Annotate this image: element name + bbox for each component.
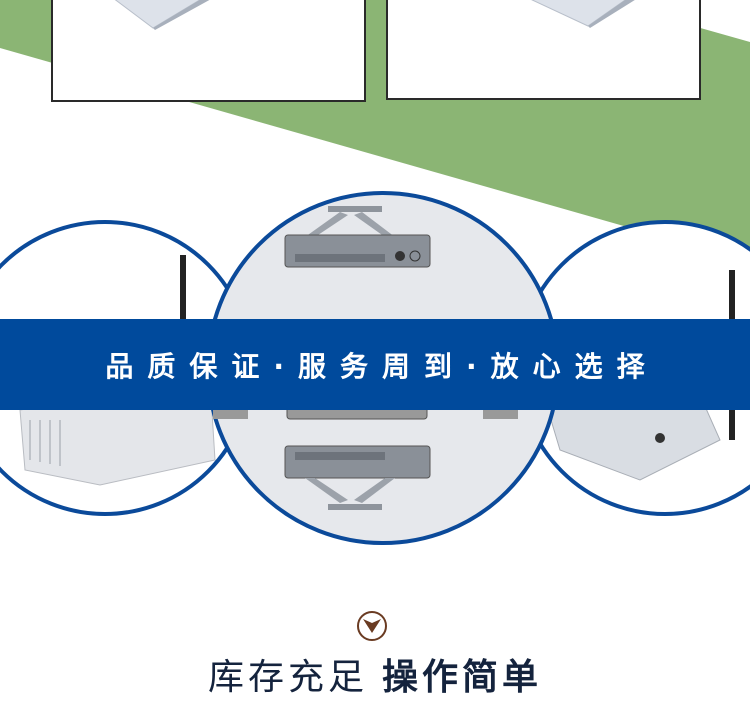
chevron-down-circle-icon [357, 611, 387, 641]
section-title-light: 库存充足 [207, 657, 368, 698]
banner-text: 品质保证·服务周到·放心选择 [105, 349, 659, 383]
mounted-device-bottom [284, 445, 431, 510]
antenna-icon [180, 255, 186, 330]
mini-pc-image [531, 0, 635, 28]
section-title-bold: 操作简单 [382, 657, 543, 698]
section-title: 库存充足操作简单 [0, 648, 750, 700]
mounted-device-top [284, 206, 431, 268]
product-frame-left [51, 0, 366, 102]
product-frame-right [386, 0, 701, 100]
guarantee-banner: 品质保证·服务周到·放心选择 [0, 319, 750, 410]
mini-pc-image [114, 0, 210, 30]
